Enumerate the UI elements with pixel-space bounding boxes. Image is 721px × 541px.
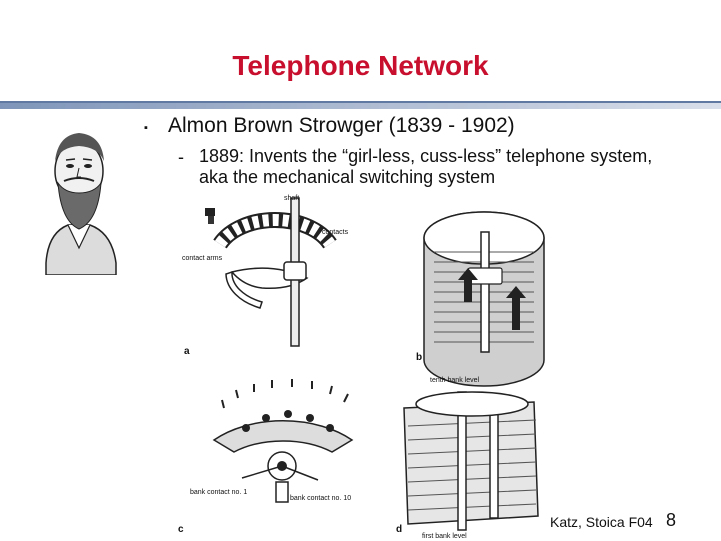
panel-d-levels [404, 392, 538, 530]
panel-c-bank [214, 379, 352, 502]
panel-label-a: a [184, 346, 190, 357]
footer-credit: Katz, Stoica F04 [550, 514, 653, 530]
panel-label-c: c [178, 524, 184, 535]
panel-label-d: d [396, 524, 402, 535]
panel-b-cylinder [424, 212, 544, 386]
label-tenth-bank-level: tenth bank level [430, 377, 479, 384]
strowger-switch-diagram: shaft contacts contact arms tenth bank l… [172, 190, 552, 541]
panel-a-mechanism [205, 198, 330, 346]
main-bullet: Almon Brown Strowger (1839 - 1902) [168, 114, 515, 138]
page-number: 8 [666, 510, 676, 531]
sub-bullet-dash: - [178, 147, 184, 168]
slide-title: Telephone Network [0, 50, 721, 82]
label-contacts: contacts [322, 229, 349, 236]
bullet-marker: ▪ [144, 122, 148, 134]
label-first-bank-level: first bank level [422, 533, 467, 540]
label-shaft: shaft [284, 195, 299, 202]
sub-bullet: 1889: Invents the “girl-less, cuss-less”… [199, 146, 659, 188]
label-contact-arms: contact arms [182, 255, 223, 262]
label-bank-contact-1: bank contact no. 1 [190, 489, 247, 496]
strowger-portrait [28, 113, 130, 275]
panel-label-b: b [416, 352, 422, 363]
title-divider [0, 101, 721, 109]
label-bank-contact-10: bank contact no. 10 [290, 495, 351, 502]
